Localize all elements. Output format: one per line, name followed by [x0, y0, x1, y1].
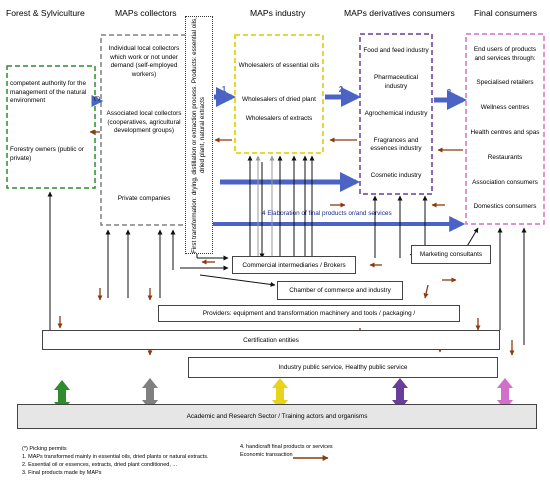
final-item: Domestics consumers — [473, 203, 537, 211]
collectors-private-label: Private companies — [117, 195, 171, 202]
flow-number-1: 1 — [221, 85, 227, 94]
academic-link-industry — [272, 378, 288, 410]
industry-dried-label: Wholesalers of dried plant — [242, 96, 316, 103]
permit-mark: (*) — [94, 96, 100, 102]
academic-link-collectors — [142, 378, 158, 410]
derivatives-item: Agrochemical industry — [364, 109, 428, 117]
derivatives-item: Pharmaceutical industry — [373, 74, 419, 90]
academic-links — [54, 378, 513, 412]
public-service-box: Industry public service, Healthy public … — [188, 357, 498, 378]
derivatives-list: Food and feed industry Pharmaceutical in… — [362, 38, 430, 190]
header-collectors: MAPs collectors — [115, 8, 177, 18]
industry-group-box — [234, 34, 324, 154]
derivatives-item: Food and feed industry — [363, 47, 429, 55]
industry-oils-label: Wholesalers of essential oils — [238, 62, 320, 69]
forest-group-box — [6, 65, 96, 189]
flow-number-3: 3 — [446, 88, 452, 97]
derivatives-group-box — [359, 33, 433, 195]
chamber-box: Chamber of commerce and industry — [277, 281, 403, 300]
academic-link-derivatives — [392, 378, 408, 410]
final-item: Association consumers — [472, 178, 538, 186]
final-consumers-list: End users of products and services throu… — [468, 38, 542, 220]
legend-right: 4. handicraft final products or services… — [240, 444, 360, 460]
certification-box: Certification entities — [42, 330, 500, 350]
legend-line: (*) Picking permits — [22, 446, 67, 452]
final-intro: End users of products and services throu… — [473, 46, 537, 62]
final-group-box — [465, 33, 545, 225]
marketing-box: Marketing consultants — [411, 245, 491, 264]
collectors-individual-label: Individual local collectors which work o… — [108, 45, 180, 78]
legend-line: Economic transaction — [240, 451, 293, 458]
forest-owners-label: Forestry owners (public or private) — [10, 146, 84, 162]
first-transformation-box: First transformation: drying, distillati… — [185, 16, 213, 254]
legend-line: 4. handicraft final products or services — [240, 444, 333, 450]
final-item: Wellness centres — [480, 104, 530, 112]
first-transformation-label: First transformation: drying, distillati… — [190, 17, 206, 253]
collectors-associated-label: Associated local collectors (cooperative… — [106, 110, 182, 135]
academic-link-final — [497, 378, 513, 410]
final-item: Restaurants — [487, 153, 523, 161]
header-industry: MAPs industry — [250, 8, 306, 18]
grey-arrows — [255, 155, 275, 258]
flow-number-2: 2 — [338, 85, 344, 94]
header-forest: Forest & Sylviculture — [6, 8, 85, 18]
final-item: Specialised retailers — [476, 79, 534, 87]
legend-left: (*) Picking permits 1. MAPs transformed … — [22, 446, 237, 478]
elaboration-label: 4 Elaboration of final products or/and s… — [262, 210, 392, 217]
academic-box: Academic and Research Sector / Training … — [17, 404, 537, 429]
industry-extracts-label: Wholesalers of extracts — [245, 115, 313, 122]
intermediaries-box: Commercial intermediaries / Brokers — [232, 256, 356, 274]
derivatives-item: Cosmetic industry — [370, 172, 422, 180]
final-item: Health centres and spas — [470, 128, 540, 136]
providers-box: Providers: equipment and transformation … — [158, 305, 460, 322]
legend-line: 1. MAPs transformed mainly in essential … — [22, 453, 209, 460]
forest-authority-label: competent authority for the management o… — [10, 80, 87, 105]
header-derivatives: MAPs derivatives consumers — [344, 8, 455, 18]
legend-line: 3. Final products made by MAPs — [22, 469, 102, 476]
legend-line: 2. Essential oil or essences, extracts, … — [22, 461, 177, 468]
derivatives-item: Fragrances and essences industry — [370, 136, 422, 153]
header-final: Final consumers — [474, 8, 538, 18]
